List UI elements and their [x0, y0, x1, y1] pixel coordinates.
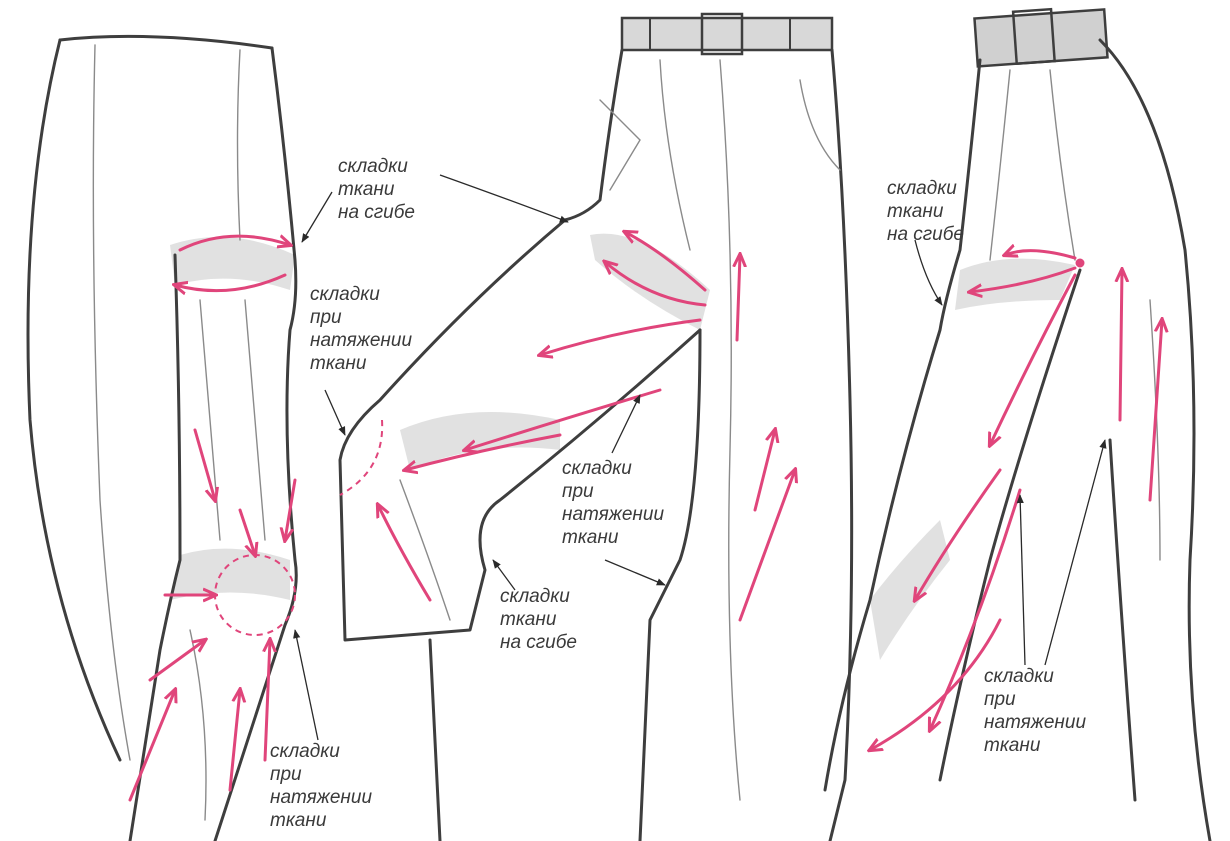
label-line: складки [562, 457, 664, 480]
label-line: натяжении [984, 711, 1086, 734]
label-tension-folds-bottom-left: складки при натяжении ткани [270, 740, 372, 832]
label-folds-at-bend-right: складки ткани на сгибе [887, 177, 964, 246]
label-line: при [270, 763, 372, 786]
label-tension-folds-middle: складки при натяжении ткани [562, 457, 664, 549]
label-folds-at-bend-top: складки ткани на сгибе [338, 155, 415, 224]
label-line: ткани [887, 200, 964, 223]
label-line: натяжении [562, 503, 664, 526]
label-line: при [984, 688, 1086, 711]
label-folds-at-bend-bottom: складки ткани на сгибе [500, 585, 577, 654]
label-line: на сгибе [887, 223, 964, 246]
label-line: ткани [984, 734, 1086, 757]
label-line: складки [887, 177, 964, 200]
label-line: на сгибе [500, 631, 577, 654]
label-line: при [562, 480, 664, 503]
label-line: ткани [562, 526, 664, 549]
label-line: складки [338, 155, 415, 178]
label-line: при [310, 306, 412, 329]
label-line: ткани [270, 809, 372, 832]
label-line: на сгибе [338, 201, 415, 224]
label-line: ткани [338, 178, 415, 201]
middle-trousers [340, 14, 852, 841]
label-tension-folds-right: складки при натяжении ткани [984, 665, 1086, 757]
label-line: ткани [500, 608, 577, 631]
label-line: ткани [310, 352, 412, 375]
label-line: складки [500, 585, 577, 608]
label-line: складки [984, 665, 1086, 688]
label-line: натяжении [270, 786, 372, 809]
label-line: складки [310, 283, 412, 306]
label-line: складки [270, 740, 372, 763]
label-tension-folds-middle-left: складки при натяжении ткани [310, 283, 412, 375]
label-line: натяжении [310, 329, 412, 352]
